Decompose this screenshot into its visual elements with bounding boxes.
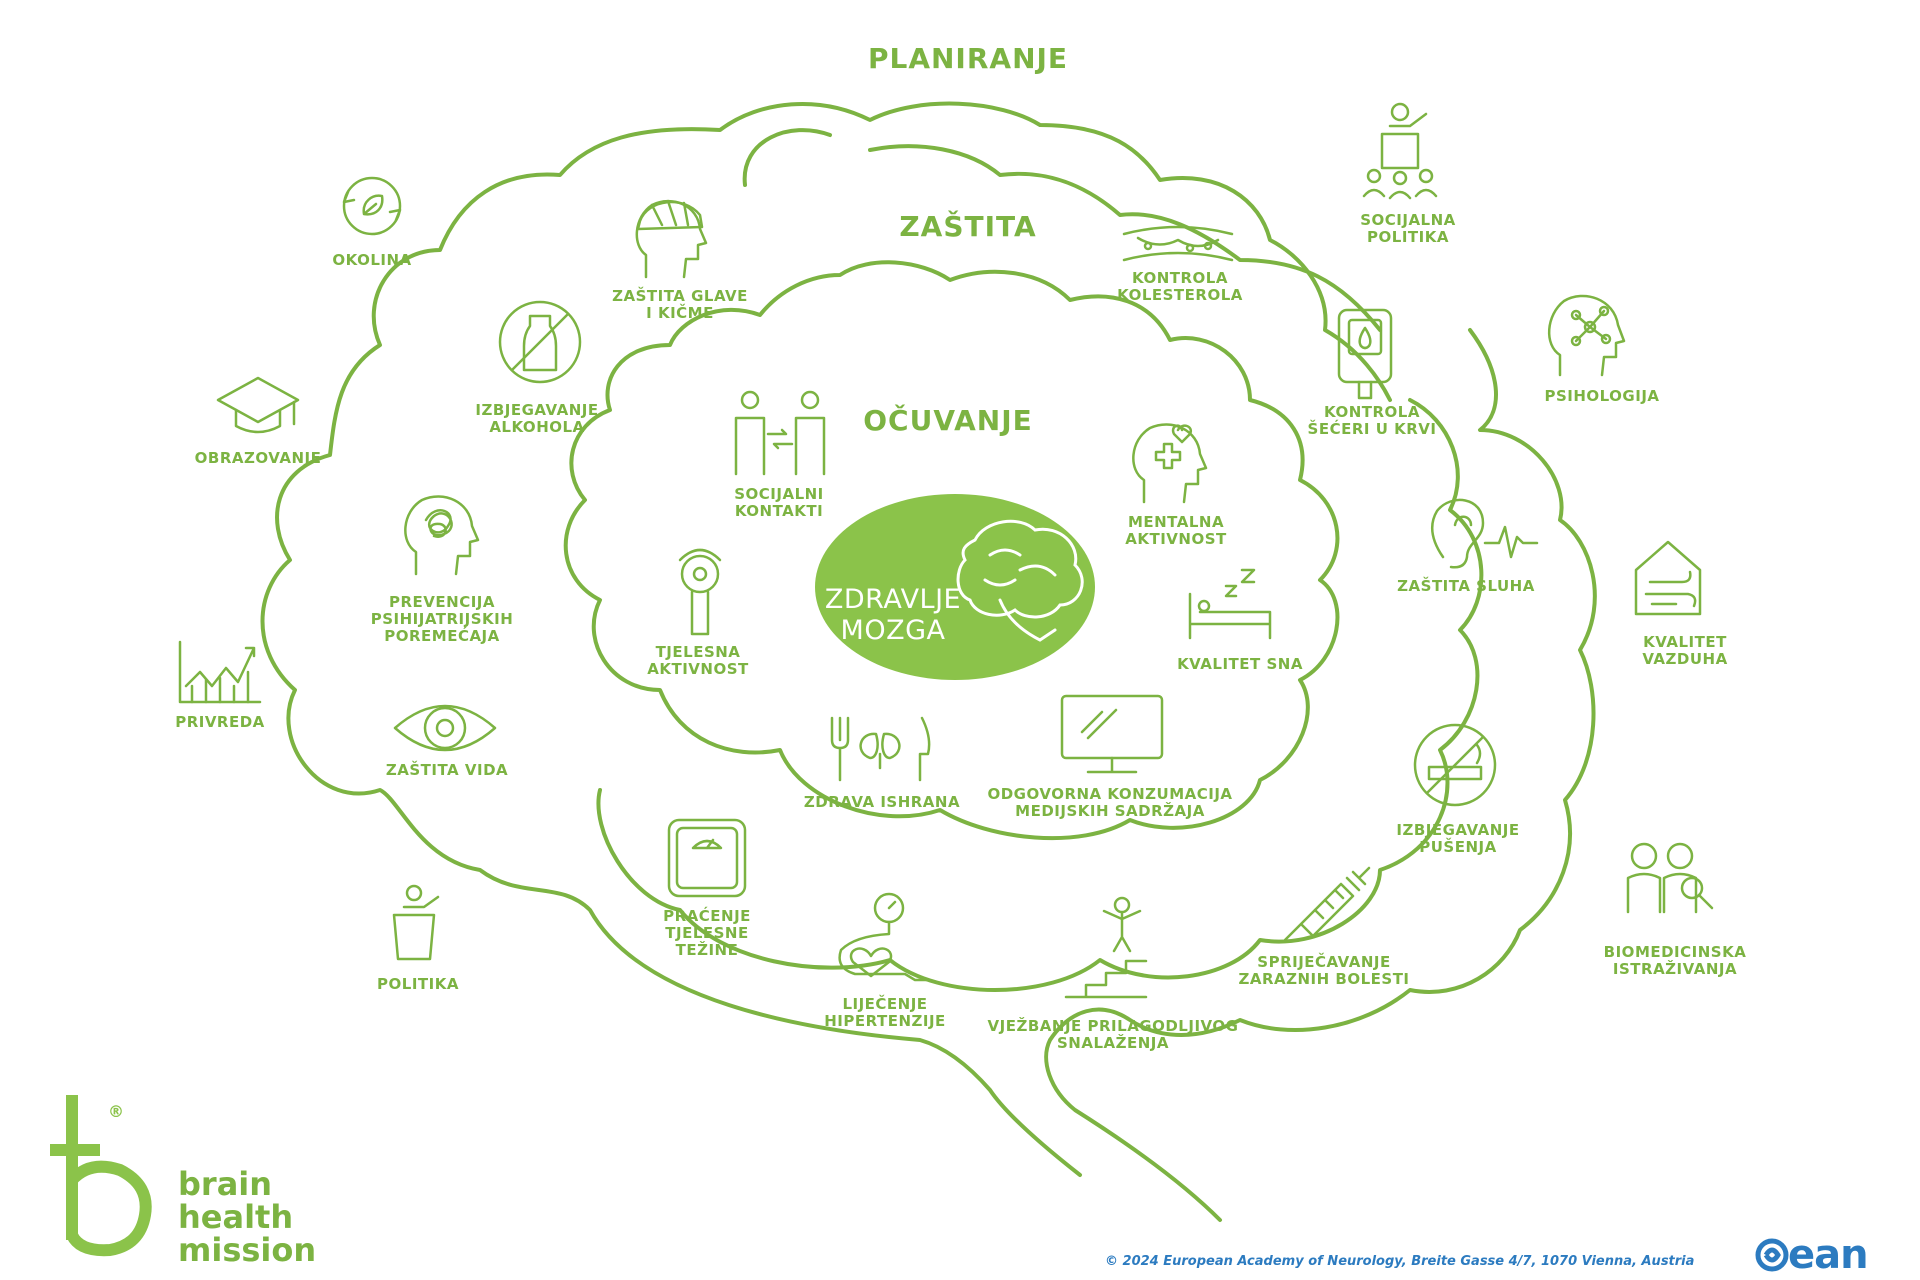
label-sluh: ZAŠTITA SLUHA: [1397, 577, 1535, 595]
zone-zastita-title: ZAŠTITA: [899, 210, 1037, 243]
center-brain-icon: [956, 519, 1084, 642]
label-tjelesna: TJELESNA AKTIVNOST: [647, 643, 749, 678]
no-smoking-icon: [1413, 723, 1497, 807]
bed-sleep-icon: [1188, 568, 1272, 640]
label-obrazovanje: OBRAZOVANJE: [194, 449, 322, 467]
middle-brain-top: [742, 128, 832, 187]
house-wind-icon: [1634, 540, 1702, 616]
label-ishrana: ZDRAVA ISHRANA: [803, 793, 961, 811]
head-heart-cross-icon: [1132, 423, 1208, 504]
label-tezina: PRAĆENJE TJELESNE TEŽINE: [663, 907, 751, 959]
label-psihijatrijski: PREVENCIJA PSIHIJATRIJSKIH POREMEĆAJA: [370, 593, 514, 645]
label-socijalni: SOCIJALNI KONTAKTI: [734, 485, 824, 520]
brand-text: brain health mission: [178, 1165, 317, 1269]
no-alcohol-icon: [498, 300, 582, 384]
economy-graph-icon: [178, 640, 262, 704]
glucose-meter-icon: [1337, 308, 1393, 400]
audience-speaker-icon: [1362, 102, 1438, 200]
label-zarazne: SPRIJEČAVANJE ZARAZNIH BOLESTI: [1238, 953, 1410, 988]
syringe-icon: [1283, 866, 1371, 942]
head-network-icon: [1547, 294, 1626, 377]
zone-planiranje-title: PLANIRANJE: [867, 42, 1069, 75]
researchers-magnifier-icon: [1626, 842, 1714, 914]
label-biomedicinska: BIOMEDICINSKA ISTRAŽIVANJA: [1603, 943, 1747, 978]
ean-logo-mark: [1755, 1238, 1789, 1272]
artery-plaque-icon: [1122, 225, 1234, 262]
inner-brain-outline: [563, 260, 1340, 841]
brain-health-mission-logo: [50, 1095, 152, 1257]
label-socijalna-politika: SOCIJALNA POLITIKA: [1360, 211, 1456, 246]
person-stairs-icon: [1064, 896, 1148, 999]
label-kvalitet-vazduha: KVALITET VAZDUHA: [1642, 633, 1728, 668]
blood-pressure-heart-icon: [838, 892, 931, 982]
ear-wave-icon: [1430, 498, 1539, 569]
center-ellipse: [815, 494, 1095, 680]
speaker-podium-icon: [392, 884, 440, 961]
label-zastita-vida: ZAŠTITA VIDA: [385, 761, 509, 779]
label-psihologija: PSIHOLOGIJA: [1544, 387, 1660, 405]
label-san: KVALITET SNA: [1177, 655, 1303, 673]
label-alkohol: IZBJEGAVANJE ALKOHOLA: [475, 401, 599, 436]
two-people-arrows-icon: [734, 390, 826, 476]
tangled-head-icon: [404, 495, 480, 576]
scale-icon: [667, 818, 747, 898]
graduation-cap-icon: [216, 376, 300, 434]
label-pusenje: IZBJEGAVANJE PUŠENJA: [1396, 821, 1520, 856]
outer-brain-outline: [260, 101, 1392, 1177]
label-kolesterol: KONTROLA KOLESTEROLA: [1117, 269, 1243, 304]
label-okolina: OKOLINA: [332, 251, 412, 269]
label-zastita-glave: ZAŠTITA GLAVE I KIČME: [612, 287, 748, 322]
label-snalazenje: VJEŽBANJE PRILAGODLJIVOG SNALAŽENJA: [987, 1017, 1239, 1052]
label-mediji: ODGOVORNA KONZUMACIJA MEDIJSKIH SADRŽAJA: [987, 785, 1233, 820]
eye-icon: [393, 704, 497, 752]
copyright-text: © 2024 European Academy of Neurology, Br…: [1105, 1254, 1695, 1269]
monitor-icon: [1060, 694, 1164, 774]
label-hipertenzija: LIJEČENJE HIPERTENZIJE: [824, 995, 946, 1030]
label-politika: POLITIKA: [377, 975, 459, 993]
label-seceri: KONTROLA ŠEĆERI U KRVI: [1307, 403, 1437, 438]
recycle-leaf-icon: [342, 176, 402, 236]
helmet-head-icon: [635, 199, 708, 279]
label-privreda: PRIVREDA: [175, 713, 265, 731]
exercise-figure-icon: [678, 548, 722, 636]
registered-mark: ®: [108, 1102, 124, 1121]
ean-logo-text: ean: [1788, 1232, 1869, 1278]
center-label: ZDRAVLJE MOZGA: [824, 584, 962, 646]
middle-brain-outline: [596, 144, 1484, 992]
fork-leaf-knife-icon: [830, 716, 931, 782]
outer-brain-right: [1044, 328, 1597, 1222]
zone-ocuvanje-title: OČUVANJE: [863, 404, 1033, 437]
label-mentalna: MENTALNA AKTIVNOST: [1125, 513, 1227, 548]
